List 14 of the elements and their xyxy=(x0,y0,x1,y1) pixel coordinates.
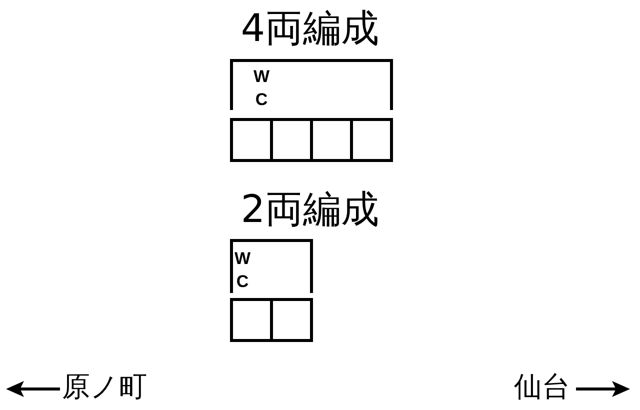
wc-label: WC xyxy=(234,249,251,295)
wc-label: WC xyxy=(253,67,270,113)
formation-title: 4両編成 xyxy=(240,9,380,47)
station-label: 原ノ町 xyxy=(62,373,147,401)
car-box xyxy=(310,118,353,162)
car-box xyxy=(230,118,273,162)
car-box xyxy=(230,298,273,342)
bracket xyxy=(230,59,393,110)
formation-title: 2両編成 xyxy=(240,190,380,228)
car-box xyxy=(270,118,313,162)
car-box xyxy=(350,118,393,162)
car-box xyxy=(270,298,313,342)
bracket xyxy=(230,239,313,293)
station-label: 仙台 xyxy=(514,373,570,401)
